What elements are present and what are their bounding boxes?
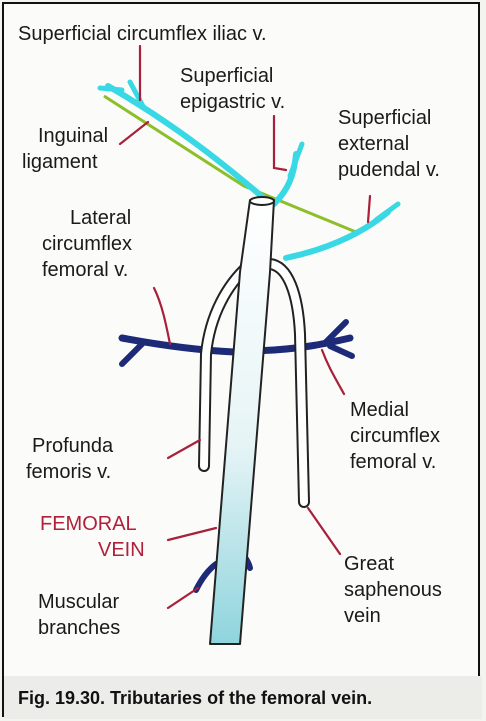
- leader-muscular: [168, 588, 198, 608]
- femoral-vein-diagram: Superficial circumflex iliac v. Superfic…: [4, 4, 482, 719]
- medial-circumflex-femoral-vein-branch-2: [330, 346, 352, 356]
- femoral-vein: [210, 200, 274, 644]
- label-muscular-2: branches: [38, 617, 120, 639]
- lateral-circumflex-femoral-vein-branch: [122, 342, 144, 364]
- inguinal-ligament: [104, 96, 356, 232]
- label-superficial-epigastric-1: Superficial: [180, 65, 273, 87]
- label-medial-circ-3: femoral v.: [350, 451, 436, 473]
- label-great-saphenous-2: saphenous: [344, 579, 442, 601]
- figure-caption: Fig. 19.30. Tributaries of the femoral v…: [18, 688, 372, 708]
- label-femoral-vein-2: VEIN: [98, 539, 145, 561]
- label-inguinal-1: Inguinal: [38, 125, 108, 147]
- label-great-saphenous-1: Great: [344, 553, 394, 575]
- leader-sup-ext-pudendal: [368, 196, 370, 222]
- label-sup-ext-pudendal-2: external: [338, 133, 409, 155]
- label-profunda-2: femoris v.: [26, 461, 111, 483]
- label-lateral-circ-1: Lateral: [70, 207, 131, 229]
- label-inguinal-2: ligament: [22, 151, 98, 173]
- label-lateral-circ-2: circumflex: [42, 233, 132, 255]
- label-medial-circ-1: Medial: [350, 399, 409, 421]
- label-superficial-circumflex-iliac: Superficial circumflex iliac v.: [18, 23, 267, 45]
- superficial-external-pudendal-vein-branch: [376, 204, 398, 220]
- leader-femoral: [168, 528, 216, 540]
- label-muscular-1: Muscular: [38, 591, 119, 613]
- label-medial-circ-2: circumflex: [350, 425, 440, 447]
- label-great-saphenous-3: vein: [344, 605, 381, 627]
- superficial-epigastric-vein: [274, 154, 296, 204]
- superficial-circumflex-iliac-vein-branch-2: [100, 88, 122, 90]
- label-sup-ext-pudendal-3: pudendal v.: [338, 159, 440, 181]
- leader-inguinal: [120, 122, 148, 144]
- label-superficial-epigastric-2: epigastric v.: [180, 91, 285, 113]
- femoral-vein-cut-end: [250, 197, 274, 205]
- superficial-external-pudendal-vein: [286, 212, 388, 258]
- figure-frame: Superficial circumflex iliac v. Superfic…: [2, 2, 480, 717]
- leader-profunda: [168, 440, 200, 458]
- label-lateral-circ-3: femoral v.: [42, 259, 128, 281]
- leader-great-saph: [308, 508, 340, 554]
- label-sup-ext-pudendal-1: Superficial: [338, 107, 431, 129]
- leader-lat-circ: [154, 288, 170, 344]
- muscular-branch-left: [196, 564, 216, 590]
- label-femoral-vein-1: FEMORAL: [40, 513, 137, 535]
- leader-sup-epigastric: [274, 116, 286, 170]
- label-profunda-1: Profunda: [32, 435, 114, 457]
- leader-medial-circ: [322, 350, 344, 394]
